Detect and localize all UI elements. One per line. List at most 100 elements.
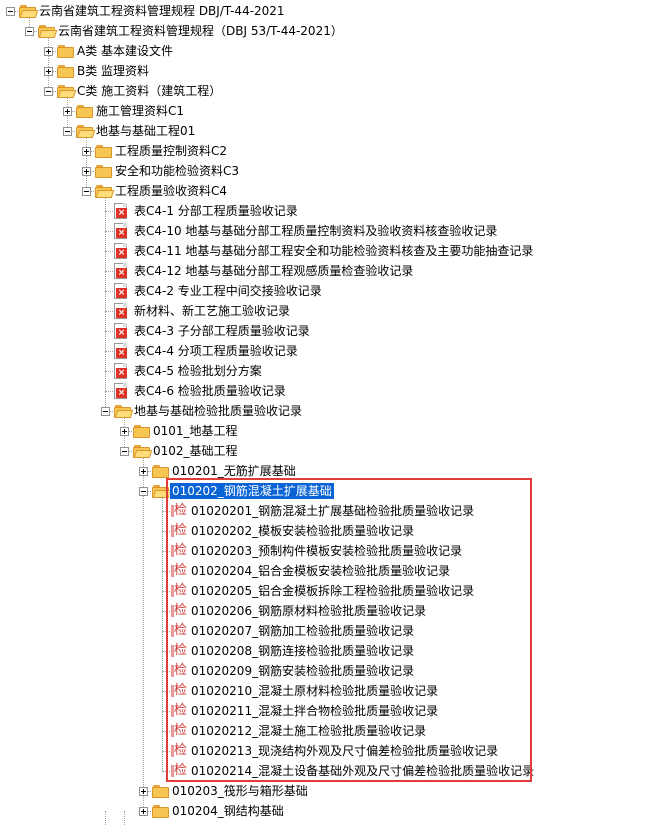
tree-node-label[interactable]: 01020210_混凝土原材料检验批质量验收记录: [191, 684, 439, 698]
expand-toggle-icon[interactable]: [139, 467, 148, 476]
tree-node-label[interactable]: 地基与基础检验批质量验收记录: [134, 404, 303, 418]
tree-node-label[interactable]: 工程质量控制资料C2: [115, 144, 228, 158]
tree-node-pdf-file[interactable]: ×表C4-1 分部工程质量验收记录: [0, 201, 656, 221]
tree-node-label[interactable]: 0102_基础工程: [153, 444, 238, 458]
tree-node-label[interactable]: 010203_筏形与箱形基础: [172, 784, 308, 798]
tree-node-pdf-file[interactable]: ×新材料、新工艺施工验收记录: [0, 301, 656, 321]
tree-node-label[interactable]: 010201_无筋扩展基础: [172, 464, 296, 478]
tree-node-label[interactable]: B类 监理资料: [77, 64, 150, 78]
tree-node-label[interactable]: 01020213_现浇结构外观及尺寸偏差检验批质量验收记录: [191, 744, 499, 758]
tree-node-label[interactable]: 01020201_钢筋混凝土扩展基础检验批质量验收记录: [191, 504, 475, 518]
tree-node-label[interactable]: 01020205_铝合金模板拆除工程检验批质量验收记录: [191, 584, 475, 598]
tree-node-label[interactable]: 表C4-6 检验批质量验收记录: [134, 384, 286, 398]
tree-node-label[interactable]: 01020203_预制构件模板安装检验批质量验收记录: [191, 544, 463, 558]
tree-node-folder[interactable]: A类 基本建设文件: [0, 41, 656, 61]
tree-node-label[interactable]: 表C4-5 检验批划分方案: [134, 364, 262, 378]
tree-node-label[interactable]: 工程质量验收资料C4: [115, 184, 228, 198]
tree-node-pdf-file[interactable]: ×表C4-12 地基与基础分部工程观感质量检查验收记录: [0, 261, 656, 281]
tree-node-folder[interactable]: 施工管理资料C1: [0, 101, 656, 121]
expand-toggle-icon[interactable]: [44, 67, 53, 76]
expand-toggle-icon[interactable]: [120, 427, 129, 436]
tree-node-label[interactable]: 表C4-11 地基与基础分部工程安全和功能检验资料核查及主要功能抽查记录: [134, 244, 534, 258]
tree-node-label[interactable]: 01020208_钢筋连接检验批质量验收记录: [191, 644, 415, 658]
tree-node-label[interactable]: 0101_地基工程: [153, 424, 238, 438]
tree-node-folder[interactable]: 安全和功能检验资料C3: [0, 161, 656, 181]
tree-node-label[interactable]: 01020209_钢筋安装检验批质量验收记录: [191, 664, 415, 678]
tree-node-label[interactable]: 施工管理资料C1: [96, 104, 185, 118]
collapse-toggle-icon[interactable]: [120, 447, 129, 456]
collapse-toggle-icon[interactable]: [82, 187, 91, 196]
tree-node-label[interactable]: 表C4-12 地基与基础分部工程观感质量检查验收记录: [134, 264, 414, 278]
tree-node-label[interactable]: 新材料、新工艺施工验收记录: [134, 304, 291, 318]
collapse-toggle-icon[interactable]: [25, 27, 34, 36]
tree-node-pdf-file[interactable]: ×表C4-6 检验批质量验收记录: [0, 381, 656, 401]
tree-node-label[interactable]: 01020204_铝合金模板安装检验批质量验收记录: [191, 564, 451, 578]
tree-node-label[interactable]: 安全和功能检验资料C3: [115, 164, 240, 178]
collapse-toggle-icon[interactable]: [44, 87, 53, 96]
tree-node-folder[interactable]: 云南省建筑工程资料管理规程 DBJ/T-44-2021: [0, 1, 656, 21]
tree-node-folder[interactable]: C类 施工资料（建筑工程）: [0, 81, 656, 101]
expand-toggle-icon[interactable]: [139, 787, 148, 796]
tree-node-label[interactable]: 01020211_混凝土拌合物检验批质量验收记录: [191, 704, 439, 718]
tree-node-folder[interactable]: 0102_基础工程: [0, 441, 656, 461]
collapse-toggle-icon[interactable]: [139, 487, 148, 496]
tree-node-folder[interactable]: B类 监理资料: [0, 61, 656, 81]
expand-toggle-icon[interactable]: [82, 147, 91, 156]
tree-node-label[interactable]: 01020212_混凝土施工检验批质量验收记录: [191, 724, 427, 738]
collapse-toggle-icon[interactable]: [6, 7, 15, 16]
tree-node-folder[interactable]: 010203_筏形与箱形基础: [0, 781, 656, 801]
expand-toggle-icon[interactable]: [44, 47, 53, 56]
tree-node-label[interactable]: 010204_钢结构基础: [172, 804, 284, 818]
tree-node-label[interactable]: 地基与基础工程01: [96, 124, 196, 138]
tree-node-pdf-file[interactable]: ×表C4-3 子分部工程质量验收记录: [0, 321, 656, 341]
tree-node-label[interactable]: 01020206_钢筋原材料检验批质量验收记录: [191, 604, 427, 618]
tree-node-pdf-file[interactable]: ×表C4-4 分项工程质量验收记录: [0, 341, 656, 361]
tree-node-label[interactable]: 云南省建筑工程资料管理规程 DBJ/T-44-2021: [39, 4, 285, 18]
tree-node-folder[interactable]: 010202_钢筋混凝土扩展基础: [0, 481, 656, 501]
tree-node-label[interactable]: 01020202_模板安装检验批质量验收记录: [191, 524, 415, 538]
tree-node-folder[interactable]: 云南省建筑工程资料管理规程（DBJ 53/T-44-2021）: [0, 21, 656, 41]
form-document-icon: 检: [171, 643, 189, 659]
tree-node-label[interactable]: 010202_钢筋混凝土扩展基础: [169, 482, 335, 500]
tree-node-folder[interactable]: 工程质量控制资料C2: [0, 141, 656, 161]
tree-node-folder[interactable]: 工程质量验收资料C4: [0, 181, 656, 201]
tree-node-pdf-file[interactable]: ×表C4-10 地基与基础分部工程质量控制资料及验收资料核查验收记录: [0, 221, 656, 241]
tree-node-folder[interactable]: 地基与基础检验批质量验收记录: [0, 401, 656, 421]
tree-node-label[interactable]: 表C4-1 分部工程质量验收记录: [134, 204, 298, 218]
tree-node-label[interactable]: C类 施工资料（建筑工程）: [77, 84, 222, 98]
expand-toggle-icon[interactable]: [63, 107, 72, 116]
tree-node-label[interactable]: A类 基本建设文件: [77, 44, 174, 58]
tree-node-pdf-file[interactable]: ×表C4-5 检验批划分方案: [0, 361, 656, 381]
tree-node-label[interactable]: 表C4-2 专业工程中间交接验收记录: [134, 284, 322, 298]
expand-toggle-icon[interactable]: [82, 167, 91, 176]
folder-icon: [57, 44, 75, 58]
tree-node-pdf-file[interactable]: ×表C4-11 地基与基础分部工程安全和功能检验资料核查及主要功能抽查记录: [0, 241, 656, 261]
expand-toggle-icon[interactable]: [139, 807, 148, 816]
tree-node-folder[interactable]: 010204_钢结构基础: [0, 801, 656, 821]
tree-node-label[interactable]: 表C4-3 子分部工程质量验收记录: [134, 324, 310, 338]
tree-node-label[interactable]: 01020207_钢筋加工检验批质量验收记录: [191, 624, 415, 638]
tree-node-label[interactable]: 01020214_混凝土设备基础外观及尺寸偏差检验批质量验收记录: [191, 764, 535, 778]
tree-node-label[interactable]: 表C4-4 分项工程质量验收记录: [134, 344, 298, 358]
tree-node-pdf-file[interactable]: ×表C4-2 专业工程中间交接验收记录: [0, 281, 656, 301]
tree-node-folder[interactable]: 0101_地基工程: [0, 421, 656, 441]
tree-node-folder[interactable]: 010201_无筋扩展基础: [0, 461, 656, 481]
collapse-toggle-icon[interactable]: [63, 127, 72, 136]
tree-node-folder[interactable]: 地基与基础工程01: [0, 121, 656, 141]
tree-node-label[interactable]: 云南省建筑工程资料管理规程（DBJ 53/T-44-2021）: [58, 24, 343, 38]
folder-icon: [152, 784, 170, 798]
collapse-toggle-icon[interactable]: [101, 407, 110, 416]
tree-node-label[interactable]: 表C4-10 地基与基础分部工程质量控制资料及验收资料核查验收记录: [134, 224, 498, 238]
